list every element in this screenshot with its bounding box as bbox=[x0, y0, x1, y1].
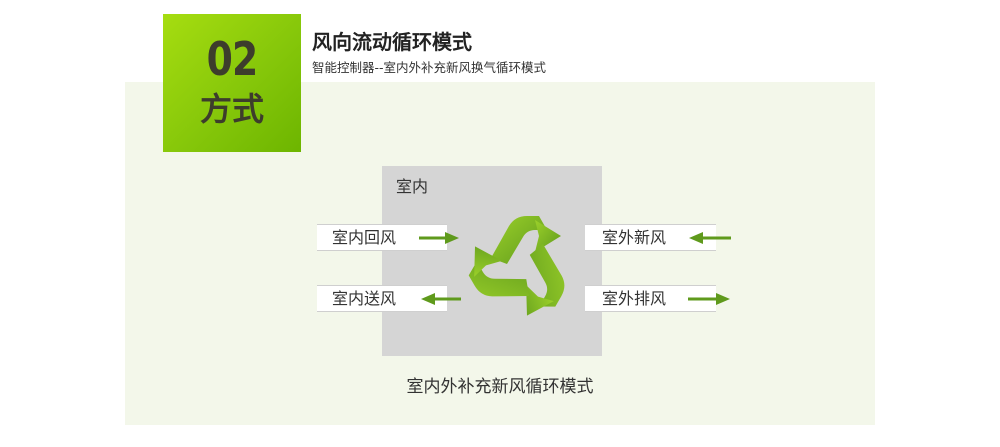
diagram-caption: 室内外补充新风循环模式 bbox=[406, 377, 594, 397]
page-subtitle: 智能控制器--室内外补充新风换气循环模式 bbox=[312, 60, 547, 75]
flow-outdoor-exhaust-label: 室外排风 bbox=[602, 289, 667, 308]
flow-indoor-return-label: 室内回风 bbox=[332, 228, 397, 247]
room-label: 室内 bbox=[396, 177, 429, 196]
arrow-right-icon bbox=[688, 293, 730, 305]
flow-outdoor-fresh: 室外新风 bbox=[585, 224, 731, 251]
flow-outdoor-fresh-label: 室外新风 bbox=[602, 228, 667, 247]
arrow-left-icon bbox=[689, 232, 731, 244]
badge-number: 02 bbox=[206, 32, 259, 86]
flow-indoor-supply: 室内送风 bbox=[317, 285, 461, 312]
page-title: 风向流动循环模式 bbox=[312, 30, 472, 54]
recycle-icon bbox=[463, 216, 579, 324]
flow-indoor-supply-label: 室内送风 bbox=[332, 289, 397, 308]
arrow-left-icon bbox=[421, 293, 461, 305]
section-badge: 02 方式 bbox=[163, 14, 301, 152]
arrow-right-icon bbox=[419, 232, 459, 244]
flow-indoor-return: 室内回风 bbox=[317, 224, 459, 251]
badge-word: 方式 bbox=[199, 90, 264, 128]
flow-outdoor-exhaust: 室外排风 bbox=[585, 285, 730, 312]
